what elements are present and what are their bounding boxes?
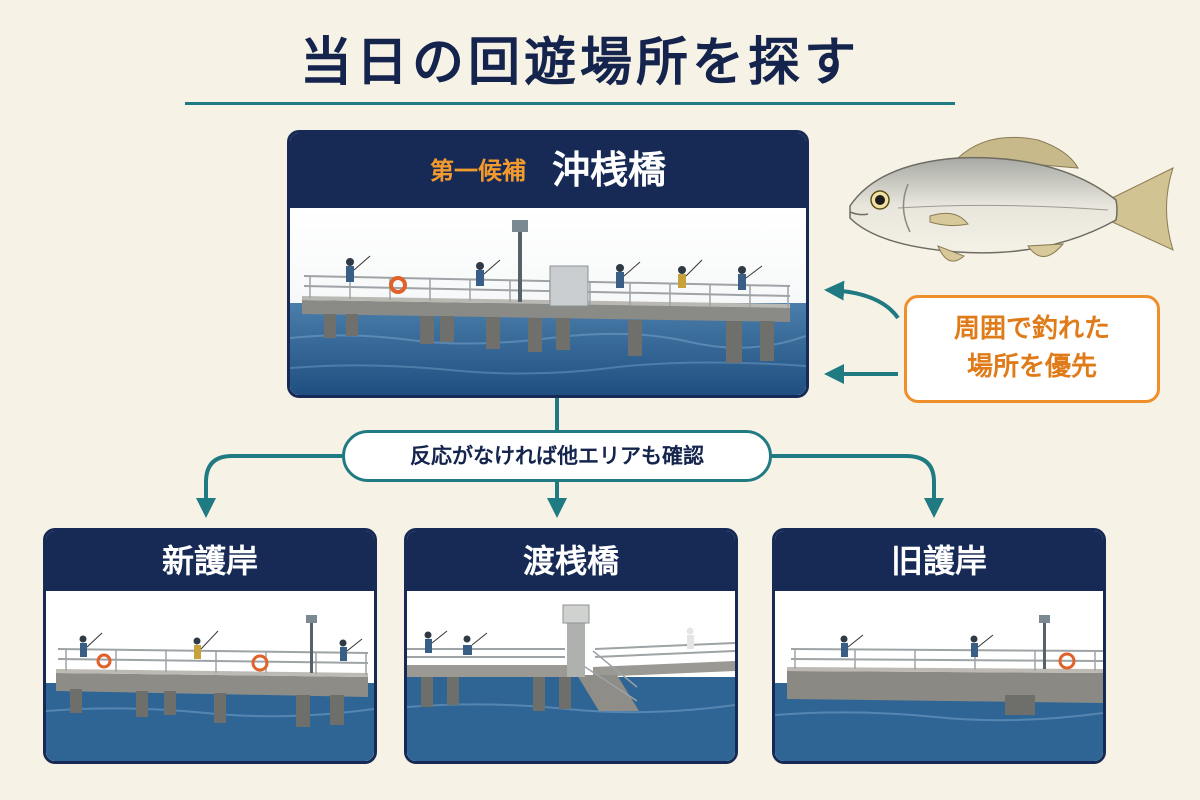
- page-title: 当日の回遊場所を探す: [299, 33, 860, 93]
- alt-spot-header: 旧護岸: [775, 531, 1103, 591]
- pier-illustration-primary: [290, 208, 806, 395]
- arrow-callout-upper: [824, 280, 900, 320]
- primary-spot-header: 第一候補沖桟橋: [290, 133, 806, 208]
- alt-spot-header: 渡桟橋: [407, 531, 735, 591]
- pier-illustration-alt-1: [46, 591, 374, 761]
- arrow-to-left: [196, 454, 342, 518]
- fallback-label: 反応がなければ他エリアも確認: [342, 430, 772, 482]
- pier-illustration-alt-2: [407, 591, 735, 761]
- callout-line-2: 場所を優先: [966, 352, 1097, 382]
- pier-illustration-alt-3: [775, 591, 1103, 761]
- primary-spot-card: 第一候補沖桟橋: [287, 130, 809, 398]
- alt-spot-card-3: 旧護岸: [772, 528, 1106, 764]
- alt-spot-header: 新護岸: [46, 531, 374, 591]
- alt-spot-card-1: 新護岸: [43, 528, 377, 764]
- priority-callout: 周囲で釣れた 場所を優先: [904, 295, 1160, 403]
- callout-line-1: 周囲で釣れた: [953, 314, 1110, 345]
- title-underline: [185, 102, 955, 105]
- fish-icon: [849, 136, 1174, 262]
- primary-tag: 第一候補: [429, 157, 526, 185]
- arrow-to-right: [772, 454, 944, 518]
- alt-spot-card-2: 渡桟橋: [404, 528, 738, 764]
- primary-name: 沖桟橋: [551, 148, 666, 192]
